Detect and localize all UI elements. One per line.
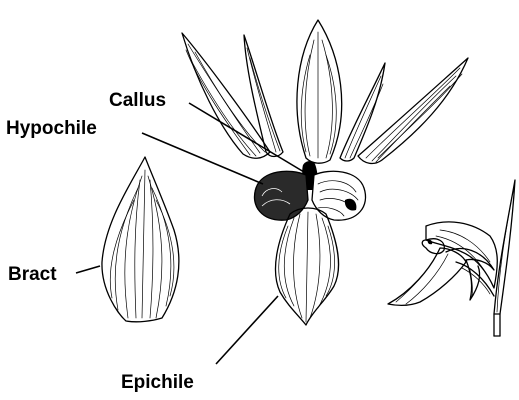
hypochile-leader-line xyxy=(142,133,263,184)
bract-shape xyxy=(102,157,179,322)
epichile-leader-line xyxy=(216,296,278,364)
epichile-shape xyxy=(275,208,338,325)
tepal-center xyxy=(297,20,342,163)
leader-lines xyxy=(76,103,304,364)
bract-label: Bract xyxy=(8,264,57,285)
hypochile-label: Hypochile xyxy=(6,118,97,139)
epichile-label: Epichile xyxy=(121,372,194,393)
tepal-fan xyxy=(182,20,468,163)
bract-leader-line xyxy=(76,266,100,273)
tepal-far-left xyxy=(182,33,270,158)
callus-leader-line xyxy=(189,103,304,172)
tepal-far-right xyxy=(358,58,468,163)
flower-side-view xyxy=(388,180,515,336)
callus-label: Callus xyxy=(109,90,166,111)
